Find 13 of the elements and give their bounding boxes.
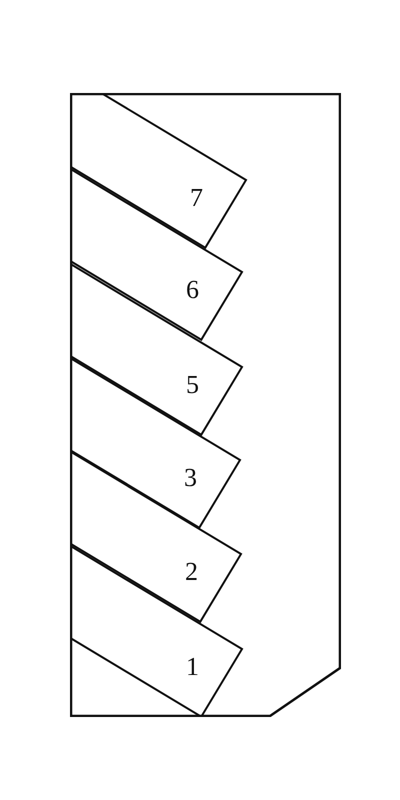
slanted-panel — [70, 545, 243, 717]
part-number: 7 — [190, 184, 203, 212]
part-number: 6 — [186, 276, 199, 304]
part-number: 1 — [186, 653, 199, 681]
slanted-panel — [70, 168, 243, 341]
enclosure-outline — [70, 93, 341, 717]
slanted-panel — [70, 357, 241, 529]
part-number: 3 — [184, 464, 197, 492]
slanted-panel — [70, 450, 242, 623]
slanted-panel — [70, 93, 247, 249]
slanted-panel — [70, 263, 243, 436]
part-number: 5 — [186, 371, 199, 399]
part-number: 2 — [185, 558, 198, 586]
